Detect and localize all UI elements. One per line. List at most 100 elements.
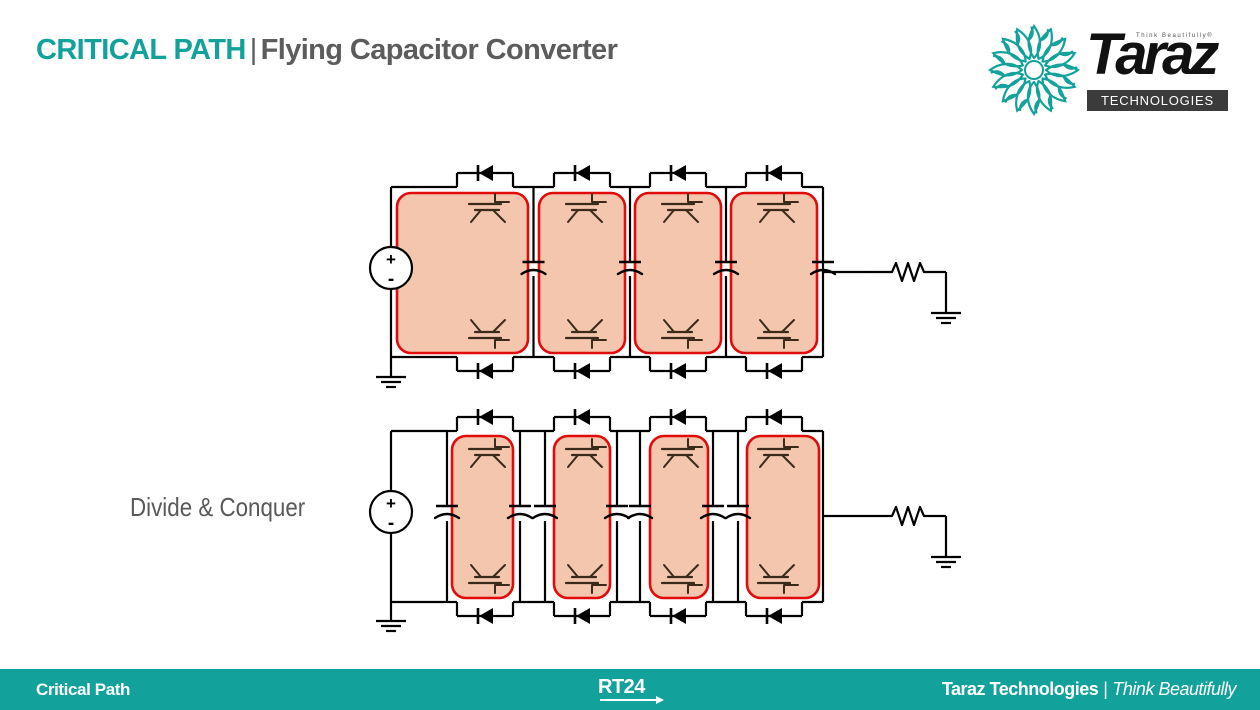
diode-top-3 — [672, 409, 686, 425]
source-top-plus: + — [386, 250, 396, 269]
switch-top-3-gate-lead — [687, 193, 703, 203]
switch-bottom-2-collector — [567, 319, 579, 333]
source-bottom: + - — [368, 489, 414, 535]
switch-top-4-collector — [759, 209, 771, 223]
switch-bottom-3 — [660, 319, 703, 349]
mandala-petal — [1001, 77, 1027, 103]
footer-brand: Taraz Technologies|Think Beautifully — [941, 679, 1237, 700]
mandala-petal — [1041, 37, 1067, 63]
switch-bottom-1 — [467, 564, 510, 594]
switch-top-3 — [660, 193, 703, 223]
decoupling-capacitor-3-plate-bottom — [531, 512, 559, 520]
critical-loop-highlight-3 — [633, 191, 723, 355]
rt24-arrow-icon — [600, 696, 664, 704]
switch-top-1 — [467, 193, 510, 223]
flying-capacitor-2-plate-bottom — [616, 268, 644, 276]
switch-bottom-4-gate-lead — [783, 339, 799, 349]
switch-bottom-4-emitter — [781, 564, 795, 578]
switch-bottom-3 — [660, 564, 703, 594]
flying-capacitor-3-plate-bottom — [712, 268, 740, 276]
converter-circuit-single-loop — [376, 165, 961, 389]
switch-top-1-collector — [470, 209, 482, 223]
mandala-petal — [987, 62, 1024, 77]
switch-top-2-gate-lead — [591, 438, 607, 448]
diode-bottom-1 — [479, 608, 493, 624]
switch-top-4 — [756, 438, 799, 468]
source-top-minus: - — [388, 269, 394, 290]
switch-top-1-emitter — [492, 209, 506, 223]
switch-top-2 — [564, 193, 607, 223]
diode-bottom-3 — [672, 363, 686, 379]
switch-top-1-collector — [470, 454, 482, 468]
critical-loop-highlight-2 — [537, 191, 627, 355]
ground-top-left — [376, 375, 406, 389]
mandala-petal — [1035, 79, 1053, 113]
mandala-petal — [1015, 27, 1033, 61]
critical-loop-highlight-1 — [395, 191, 530, 355]
mandala-petal — [1026, 80, 1041, 117]
switch-top-3-gate-lead — [687, 438, 703, 448]
mandala-petal — [1015, 79, 1032, 113]
flying-capacitor-1 — [520, 260, 547, 276]
switch-bottom-4 — [756, 319, 799, 349]
switch-bottom-4 — [756, 564, 799, 594]
diode-bottom-1 — [479, 363, 493, 379]
logo-subtitle: TECHNOLOGIES — [1087, 90, 1228, 111]
switch-bottom-1-collector — [470, 564, 482, 578]
ground-bottom-load — [931, 555, 961, 569]
flying-capacitor-2 — [616, 260, 644, 276]
footer-divider: | — [1103, 679, 1108, 699]
switch-bottom-2-emitter — [589, 319, 603, 333]
switch-top-3-emitter — [685, 209, 699, 223]
switch-top-1-gate-lead — [494, 193, 510, 203]
mandala-petal — [1041, 77, 1067, 103]
switch-top-1-gate-lead — [494, 438, 510, 448]
switch-top-4-gate-lead — [783, 438, 799, 448]
diode-top-4 — [768, 409, 782, 425]
divided-loop-highlight-4 — [745, 434, 821, 600]
switch-top-2 — [564, 438, 607, 468]
footer-company: Taraz Technologies — [941, 679, 1099, 699]
ground-top-load — [931, 311, 961, 325]
switch-bottom-2-collector — [567, 564, 579, 578]
diode-top-1 — [479, 409, 493, 425]
converter-circuit-divided — [376, 409, 961, 633]
title-text: Flying Capacitor Converter — [260, 34, 618, 66]
diode-bottom-2 — [576, 608, 590, 624]
mandala-petal — [1027, 23, 1042, 60]
source-top: + - — [368, 245, 414, 291]
diode-top-2 — [576, 409, 590, 425]
switch-bottom-1-emitter — [492, 564, 506, 578]
switch-bottom-2 — [564, 319, 607, 349]
switch-bottom-4-collector — [759, 564, 771, 578]
footer-bar: Critical Path RT24 Taraz Technologies|Th… — [0, 669, 1260, 710]
mandala-petal — [991, 51, 1025, 68]
mandala-petal — [1043, 72, 1077, 89]
decoupling-capacitor-5-plate-bottom — [626, 512, 654, 520]
diode-top-3 — [672, 165, 686, 181]
switch-bottom-1-gate-lead — [494, 584, 510, 594]
switch-bottom-1-gate-lead — [494, 339, 510, 349]
ground-bottom-left — [376, 619, 406, 633]
switch-top-4-emitter — [781, 454, 795, 468]
mandala-petal — [1001, 37, 1027, 63]
page-title: CRITICAL PATH|Flying Capacitor Converter — [36, 34, 618, 67]
switch-bottom-2-emitter — [589, 564, 603, 578]
switch-top-1 — [467, 438, 510, 468]
rt24-logo: RT24 — [598, 676, 668, 704]
switch-top-2-emitter — [589, 454, 603, 468]
switch-bottom-4-gate-lead — [783, 584, 799, 594]
switch-bottom-3-emitter — [685, 564, 699, 578]
flying-capacitor-1-plate-bottom — [520, 268, 547, 276]
mandala-curl — [1026, 26, 1034, 42]
switch-top-2-gate-lead — [591, 193, 607, 203]
decoupling-capacitor-3 — [531, 504, 559, 520]
switch-top-3 — [660, 438, 703, 468]
footer-slogan: Think Beautifully — [1112, 679, 1236, 699]
switch-bottom-3-collector — [663, 564, 675, 578]
switch-top-3-collector — [663, 209, 675, 223]
switch-top-3-emitter — [685, 454, 699, 468]
rt24-logo-text: RT24 — [598, 676, 645, 698]
mandala-petal — [1044, 63, 1081, 78]
